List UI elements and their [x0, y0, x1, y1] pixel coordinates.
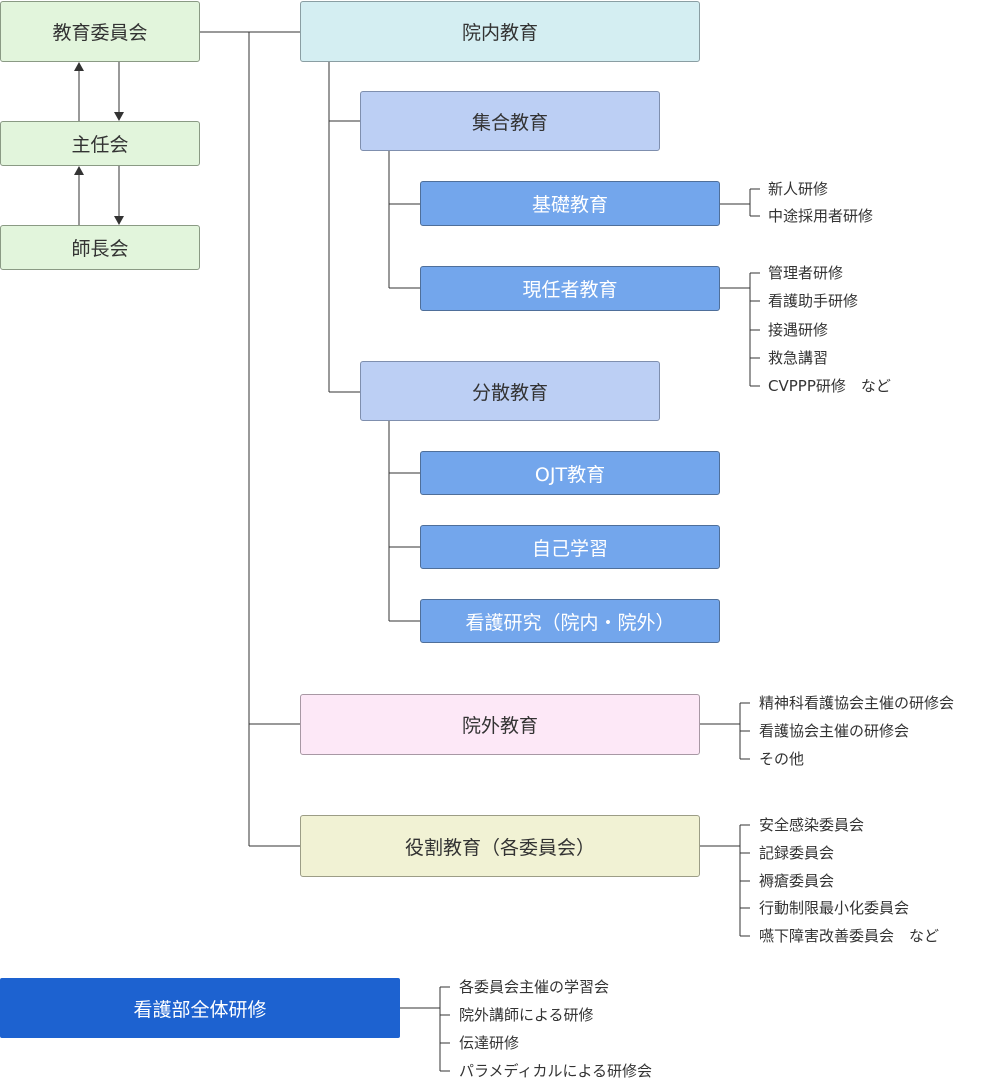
- node-role-education: 役割教育（各委員会）: [300, 815, 700, 877]
- external-item: 看護協会主催の研修会: [759, 722, 910, 740]
- external-item: 精神科看護協会主催の研修会: [759, 694, 955, 712]
- department-item: 院外講師による研修: [459, 1006, 594, 1024]
- role-item: 行動制限最小化委員会: [759, 899, 910, 917]
- node-chief-meeting: 主任会: [0, 121, 200, 166]
- node-self-study: 自己学習: [420, 525, 720, 569]
- basic-item: 新人研修: [768, 180, 829, 198]
- arrowhead-up-1: [74, 62, 84, 71]
- node-nursing-research: 看護研究（院内・院外）: [420, 599, 720, 643]
- arrowhead-down-1: [114, 112, 124, 121]
- role-item: 嚥下障害改善委員会 など: [759, 927, 940, 945]
- department-item: 各委員会主催の学習会: [459, 978, 610, 996]
- current-item: 接遇研修: [768, 321, 829, 339]
- node-group-education: 集合教育: [360, 91, 660, 151]
- arrowhead-up-2: [74, 166, 84, 175]
- node-in-house-education: 院内教育: [300, 1, 700, 62]
- external-item: その他: [759, 750, 805, 768]
- current-item: 管理者研修: [768, 264, 844, 282]
- node-current-staff-education: 現任者教育: [420, 266, 720, 311]
- node-ojt-education: OJT教育: [420, 451, 720, 495]
- current-item: 救急講習: [768, 349, 829, 367]
- department-item: 伝達研修: [459, 1034, 520, 1052]
- node-education-committee: 教育委員会: [0, 1, 200, 62]
- node-head-nurse-meeting: 師長会: [0, 225, 200, 270]
- current-item: CVPPP研修 など: [768, 377, 891, 395]
- arrowhead-down-2: [114, 216, 124, 225]
- node-external-education: 院外教育: [300, 694, 700, 755]
- node-basic-education: 基礎教育: [420, 181, 720, 226]
- role-item: 褥瘡委員会: [759, 872, 835, 890]
- role-item: 記録委員会: [759, 844, 835, 862]
- role-item: 安全感染委員会: [759, 816, 865, 834]
- department-item: パラメディカルによる研修会: [459, 1062, 653, 1080]
- node-department-training: 看護部全体研修: [0, 978, 400, 1038]
- node-distributed-education: 分散教育: [360, 361, 660, 421]
- current-item: 看護助手研修: [768, 292, 859, 310]
- basic-item: 中途採用者研修: [768, 207, 874, 225]
